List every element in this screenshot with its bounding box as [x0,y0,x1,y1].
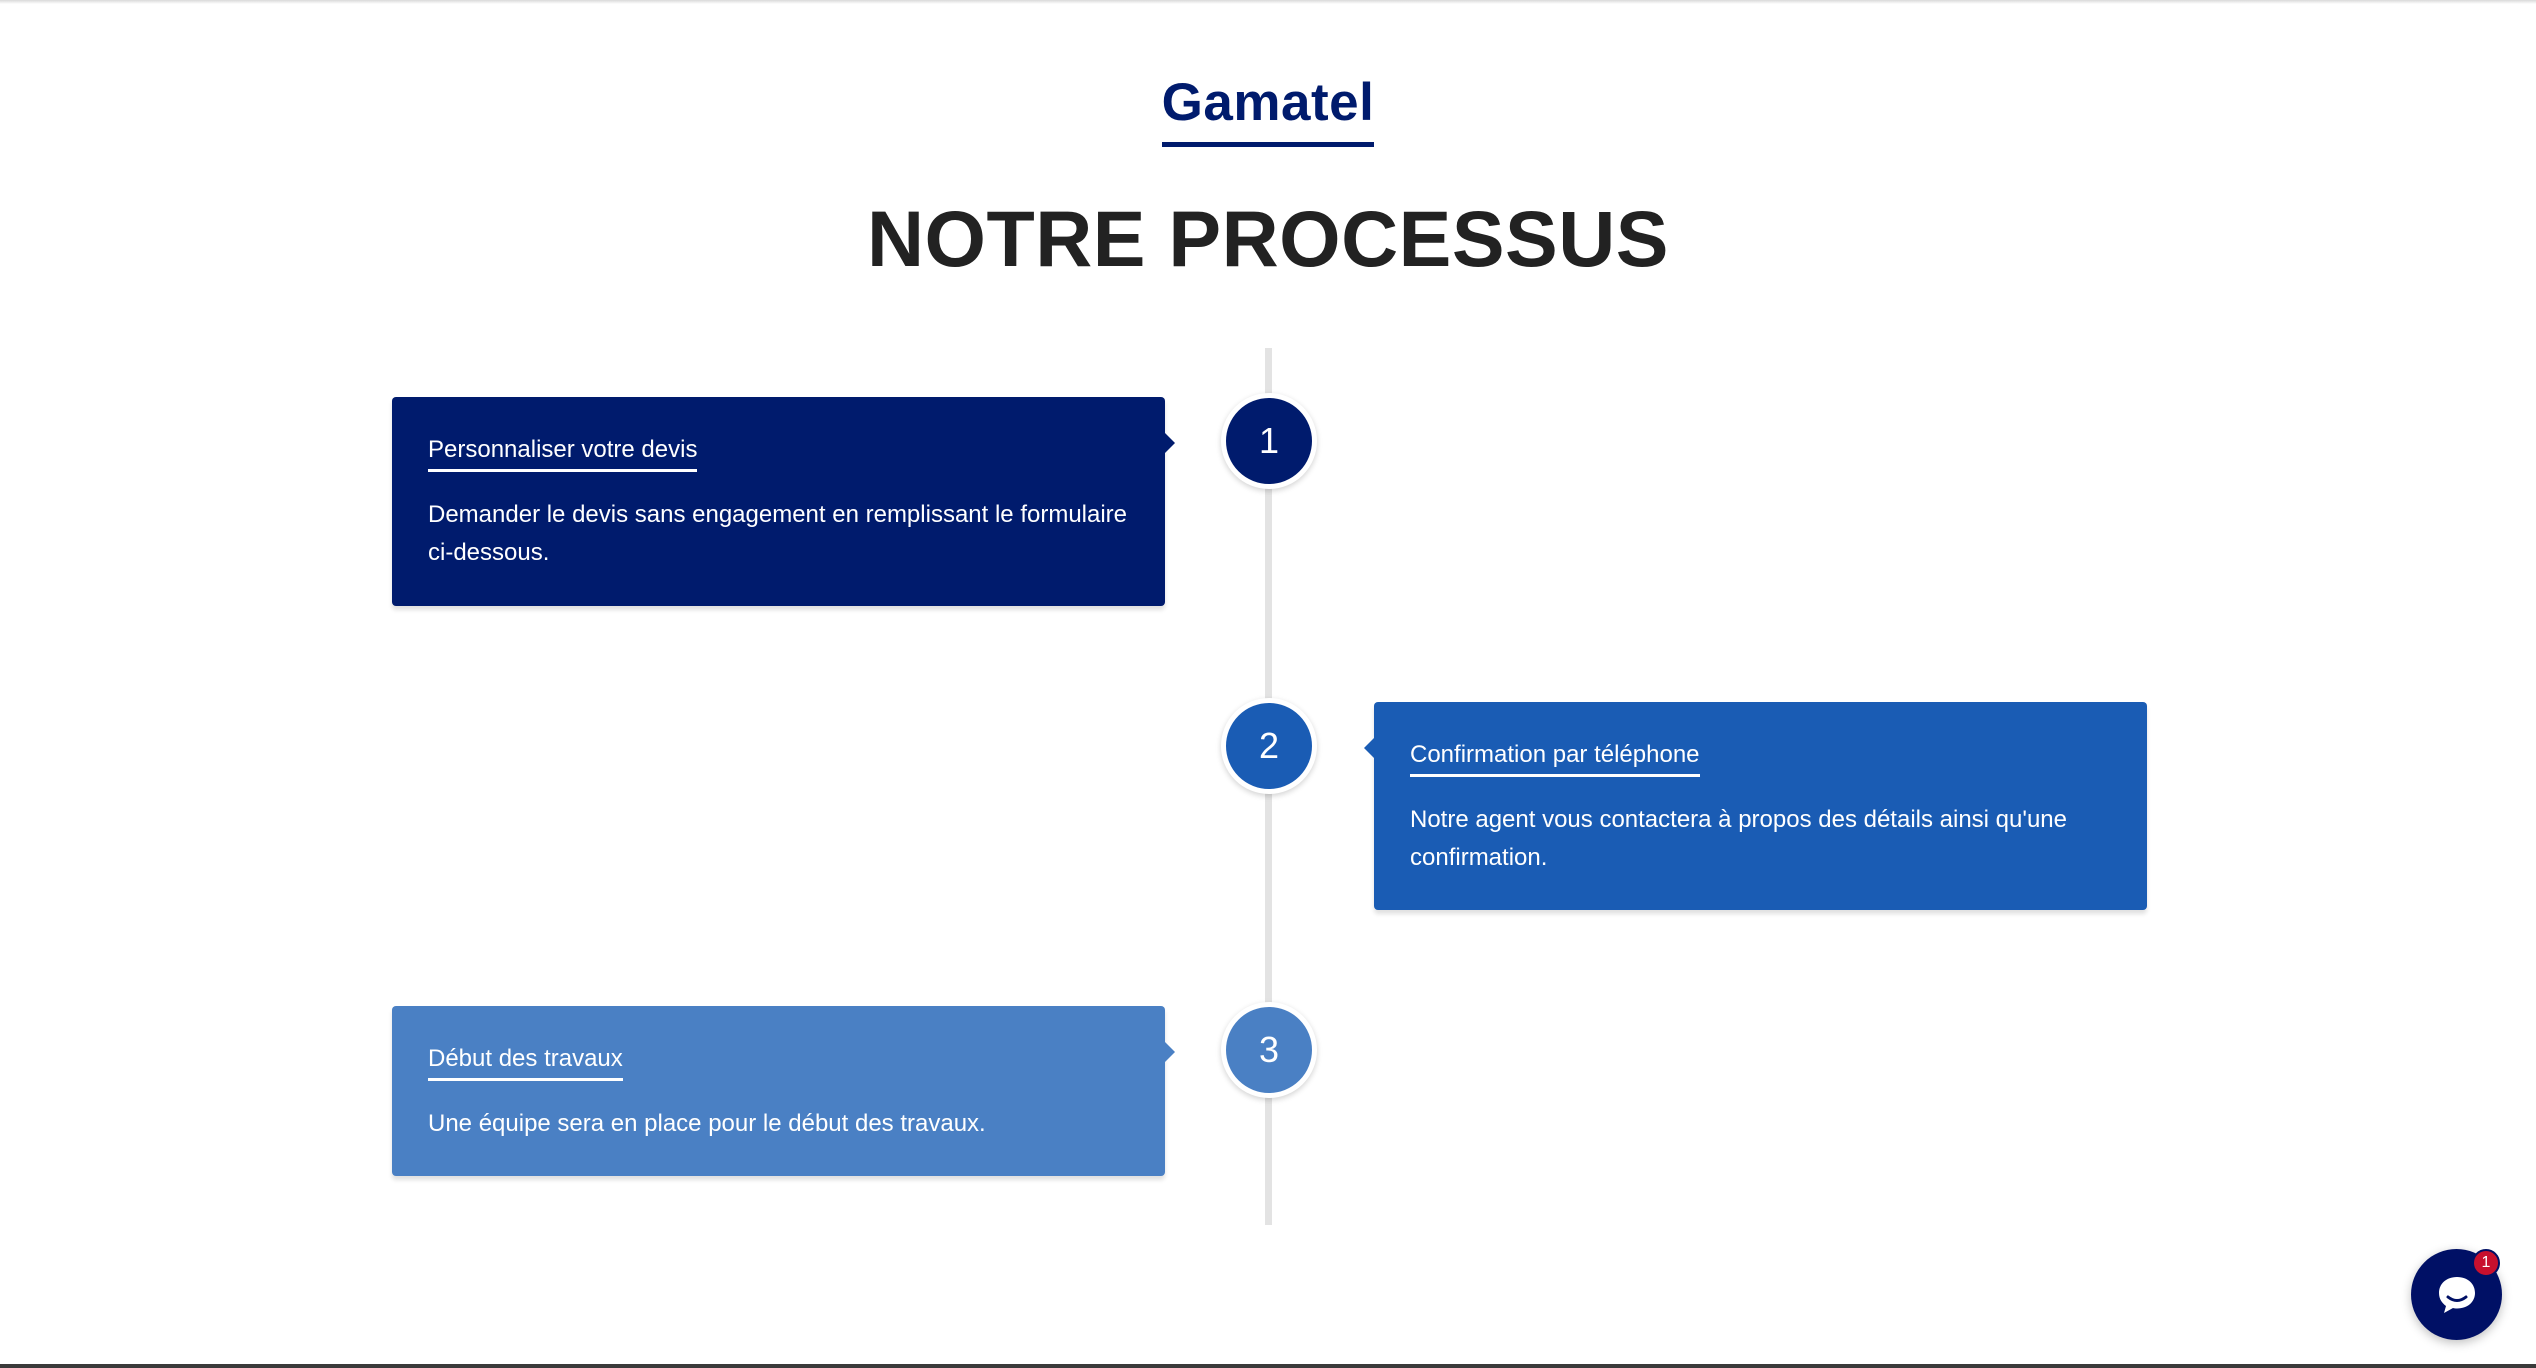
header-shadow [0,0,2536,4]
step-title: Confirmation par téléphone [1410,740,1700,777]
step-card-2: Confirmation par téléphone Notre agent v… [1364,702,2147,910]
card-pointer [1165,1042,1175,1062]
step-title: Personnaliser votre devis [428,435,698,472]
card-pointer [1364,738,1374,758]
step-title: Début des travaux [428,1044,623,1081]
step-description: Une équipe sera en place pour le début d… [428,1110,986,1137]
chat-bubble-icon [2438,1276,2475,1313]
brand-block: Gamatel [0,72,2536,147]
page-bottom-border [0,1364,2536,1368]
card-pointer [1165,433,1175,453]
step-number-3: 3 [1221,1002,1317,1098]
step-card-3: Début des travaux Une équipe sera en pla… [392,1006,1175,1176]
step-number-1: 1 [1221,393,1317,489]
step-description: Notre agent vous contactera à propos des… [1410,806,2067,871]
section-title: NOTRE PROCESSUS [866,194,1669,283]
step-number-2: 2 [1221,698,1317,794]
step-description: Demander le devis sans engagement en rem… [428,501,1128,566]
notification-badge: 1 [2472,1249,2500,1277]
step-card-1: Personnaliser votre devis Demander le de… [392,397,1175,606]
brand-title: Gamatel [1161,72,1375,147]
